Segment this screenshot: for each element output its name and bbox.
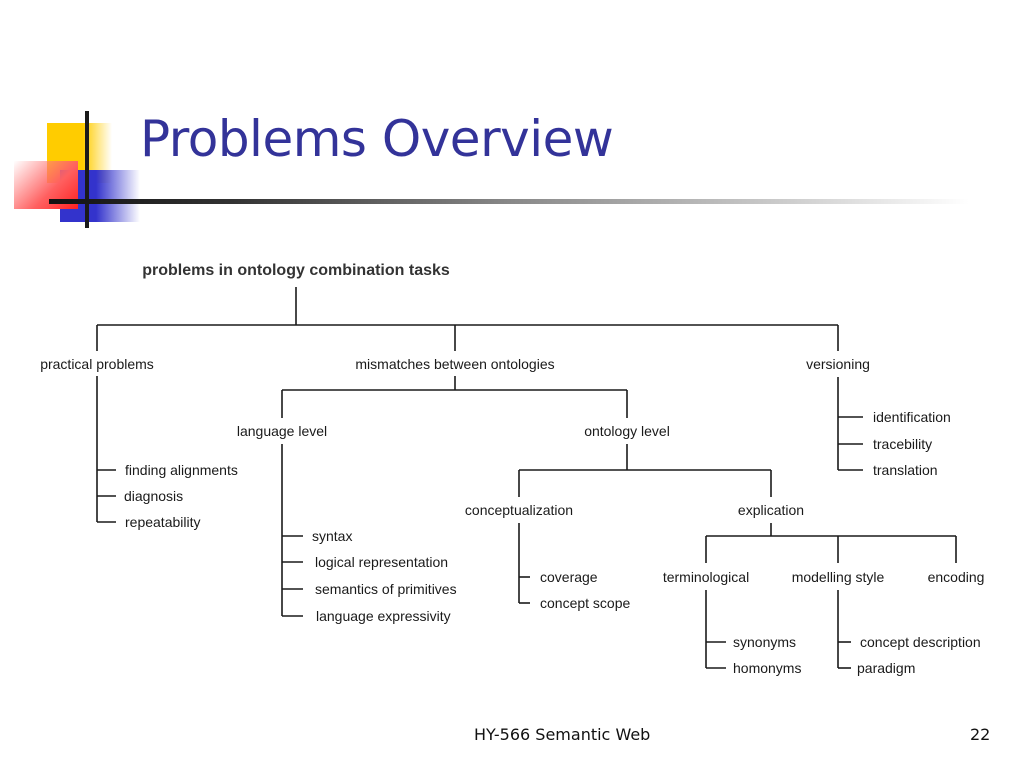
node-ontology-level: ontology level xyxy=(584,423,670,439)
node-conceptualization: conceptualization xyxy=(464,502,574,518)
node-language-level: language level xyxy=(236,423,328,439)
decor-vertical-line xyxy=(85,111,89,228)
leaf-logical-representation: logical representation xyxy=(315,554,449,570)
leaf-semantics-of-primitives: semantics of primitives xyxy=(315,581,457,597)
leaf-diagnosis: diagnosis xyxy=(124,488,184,504)
node-versioning: versioning xyxy=(806,356,870,372)
leaf-identification: identification xyxy=(873,409,951,425)
slide-number: 22 xyxy=(970,725,991,744)
node-encoding: encoding xyxy=(927,569,985,585)
node-explication: explication xyxy=(737,502,805,518)
leaf-finding-alignments: finding alignments xyxy=(125,462,238,478)
leaf-paradigm: paradigm xyxy=(857,660,916,676)
leaf-repeatability: repeatability xyxy=(125,514,201,530)
leaf-coverage: coverage xyxy=(540,569,598,585)
leaf-syntax: syntax xyxy=(312,528,353,544)
leaf-tracebility: tracebility xyxy=(873,436,933,452)
tree-root: problems in ontology combination tasks xyxy=(142,262,450,279)
leaf-concept-description: concept description xyxy=(860,634,981,650)
leaf-homonyms: homonyms xyxy=(733,660,802,676)
leaf-translation: translation xyxy=(873,462,938,478)
leaf-synonyms: synonyms xyxy=(733,634,797,650)
leaf-concept-scope: concept scope xyxy=(540,595,631,611)
leaf-language-expressivity: language expressivity xyxy=(316,608,451,624)
node-terminological: terminological xyxy=(662,569,750,585)
node-modelling-style: modelling style xyxy=(791,569,885,585)
title-underline xyxy=(49,199,969,204)
slide-title: Problems Overview xyxy=(140,110,614,168)
node-mismatches: mismatches between ontologies xyxy=(355,356,555,372)
footer-course-name: HY-566 Semantic Web xyxy=(474,725,651,744)
node-practical-problems: practical problems xyxy=(40,356,154,372)
